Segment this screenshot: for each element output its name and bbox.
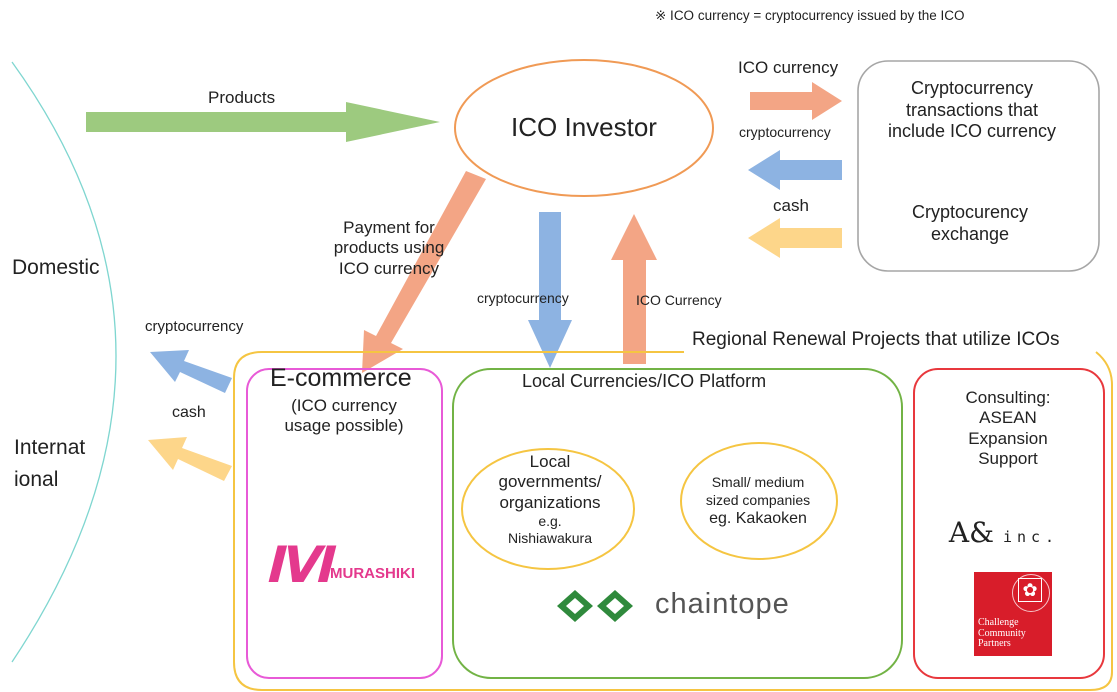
ccp-emblem-icon: ✿ <box>1018 578 1042 602</box>
cash-label-left: cash <box>172 404 206 421</box>
cryptocurrency-arrow-left <box>150 350 232 393</box>
cryptocurrency-label-top: cryptocurrency <box>739 124 831 140</box>
ccp-logo: ✿ Challenge Community Partners <box>974 572 1052 656</box>
regional-title: Regional Renewal Projects that utilize I… <box>692 329 1060 350</box>
cash-arrow-left <box>148 437 232 481</box>
products-label: Products <box>208 88 276 107</box>
products-arrow <box>86 102 440 142</box>
ico-currency-arrow <box>750 82 842 120</box>
chaintope-logo-text: chaintope <box>655 588 790 620</box>
cryptocurrency-arrow-down <box>528 212 572 368</box>
aa-inc-logo: A& inc. <box>934 516 1074 549</box>
footnote: ※ ICO currency = cryptocurrency issued b… <box>655 8 965 23</box>
ecommerce-box <box>246 368 443 679</box>
murashiki-logo-mark: IVI <box>260 536 340 594</box>
crypto-transactions-text: Cryptocurrency transactions that include… <box>887 78 1057 142</box>
ico-currency-arrow-up <box>611 214 657 364</box>
ico-investor-ellipse <box>454 59 714 197</box>
cash-label-top: cash <box>773 196 809 215</box>
cryptocurrency-arrow-top <box>748 150 842 190</box>
local-gov-ellipse <box>461 448 635 570</box>
payment-label: Payment for products using ICO currency <box>333 218 445 278</box>
ccp-ring-icon <box>1012 574 1050 612</box>
platform-title: Local Currencies/ICO Platform <box>522 371 767 391</box>
consulting-box <box>913 368 1105 679</box>
ecommerce-subtitle: (ICO currency usage possible) <box>284 396 404 436</box>
murashiki-logo-text: MURASHIKI <box>330 565 415 582</box>
aa-logo-mark: A& <box>948 516 995 549</box>
chaintope-logo-mark <box>557 590 633 622</box>
ccp-logo-text: Challenge Community Partners <box>978 617 1026 649</box>
smb-text: Small/ medium sized companies eg. Kakaok… <box>705 474 811 527</box>
local-gov-text: Local governments/ organizations e.g. Ni… <box>498 452 602 546</box>
cryptocurrency-label-left: cryptocurrency <box>145 318 244 335</box>
ico-currency-label-top: ICO currency <box>738 58 839 77</box>
international-label: Internat ional <box>14 436 86 491</box>
ico-investor-label: ICO Investor <box>511 112 657 142</box>
domestic-label: Domestic <box>12 256 100 279</box>
payment-arrow <box>362 171 486 373</box>
cryptocurrency-label-down: cryptocurrency <box>477 290 569 306</box>
platform-box <box>452 368 903 679</box>
exchange-box <box>857 60 1100 272</box>
smb-ellipse <box>680 442 838 560</box>
regional-frame <box>233 351 1113 691</box>
murashiki-logo: IVI MURASHIKI <box>261 536 428 594</box>
consulting-text: Consulting: ASEAN Expansion Support <box>965 388 1051 469</box>
cash-arrow-top <box>748 218 842 258</box>
ecommerce-title: E-commerce <box>270 364 412 392</box>
exchange-text: Cryptocurency exchange <box>911 202 1029 244</box>
aa-logo-inc: inc. <box>1002 528 1060 546</box>
ico-currency-label-up: ICO Currency <box>636 292 722 308</box>
market-arc <box>11 61 117 663</box>
